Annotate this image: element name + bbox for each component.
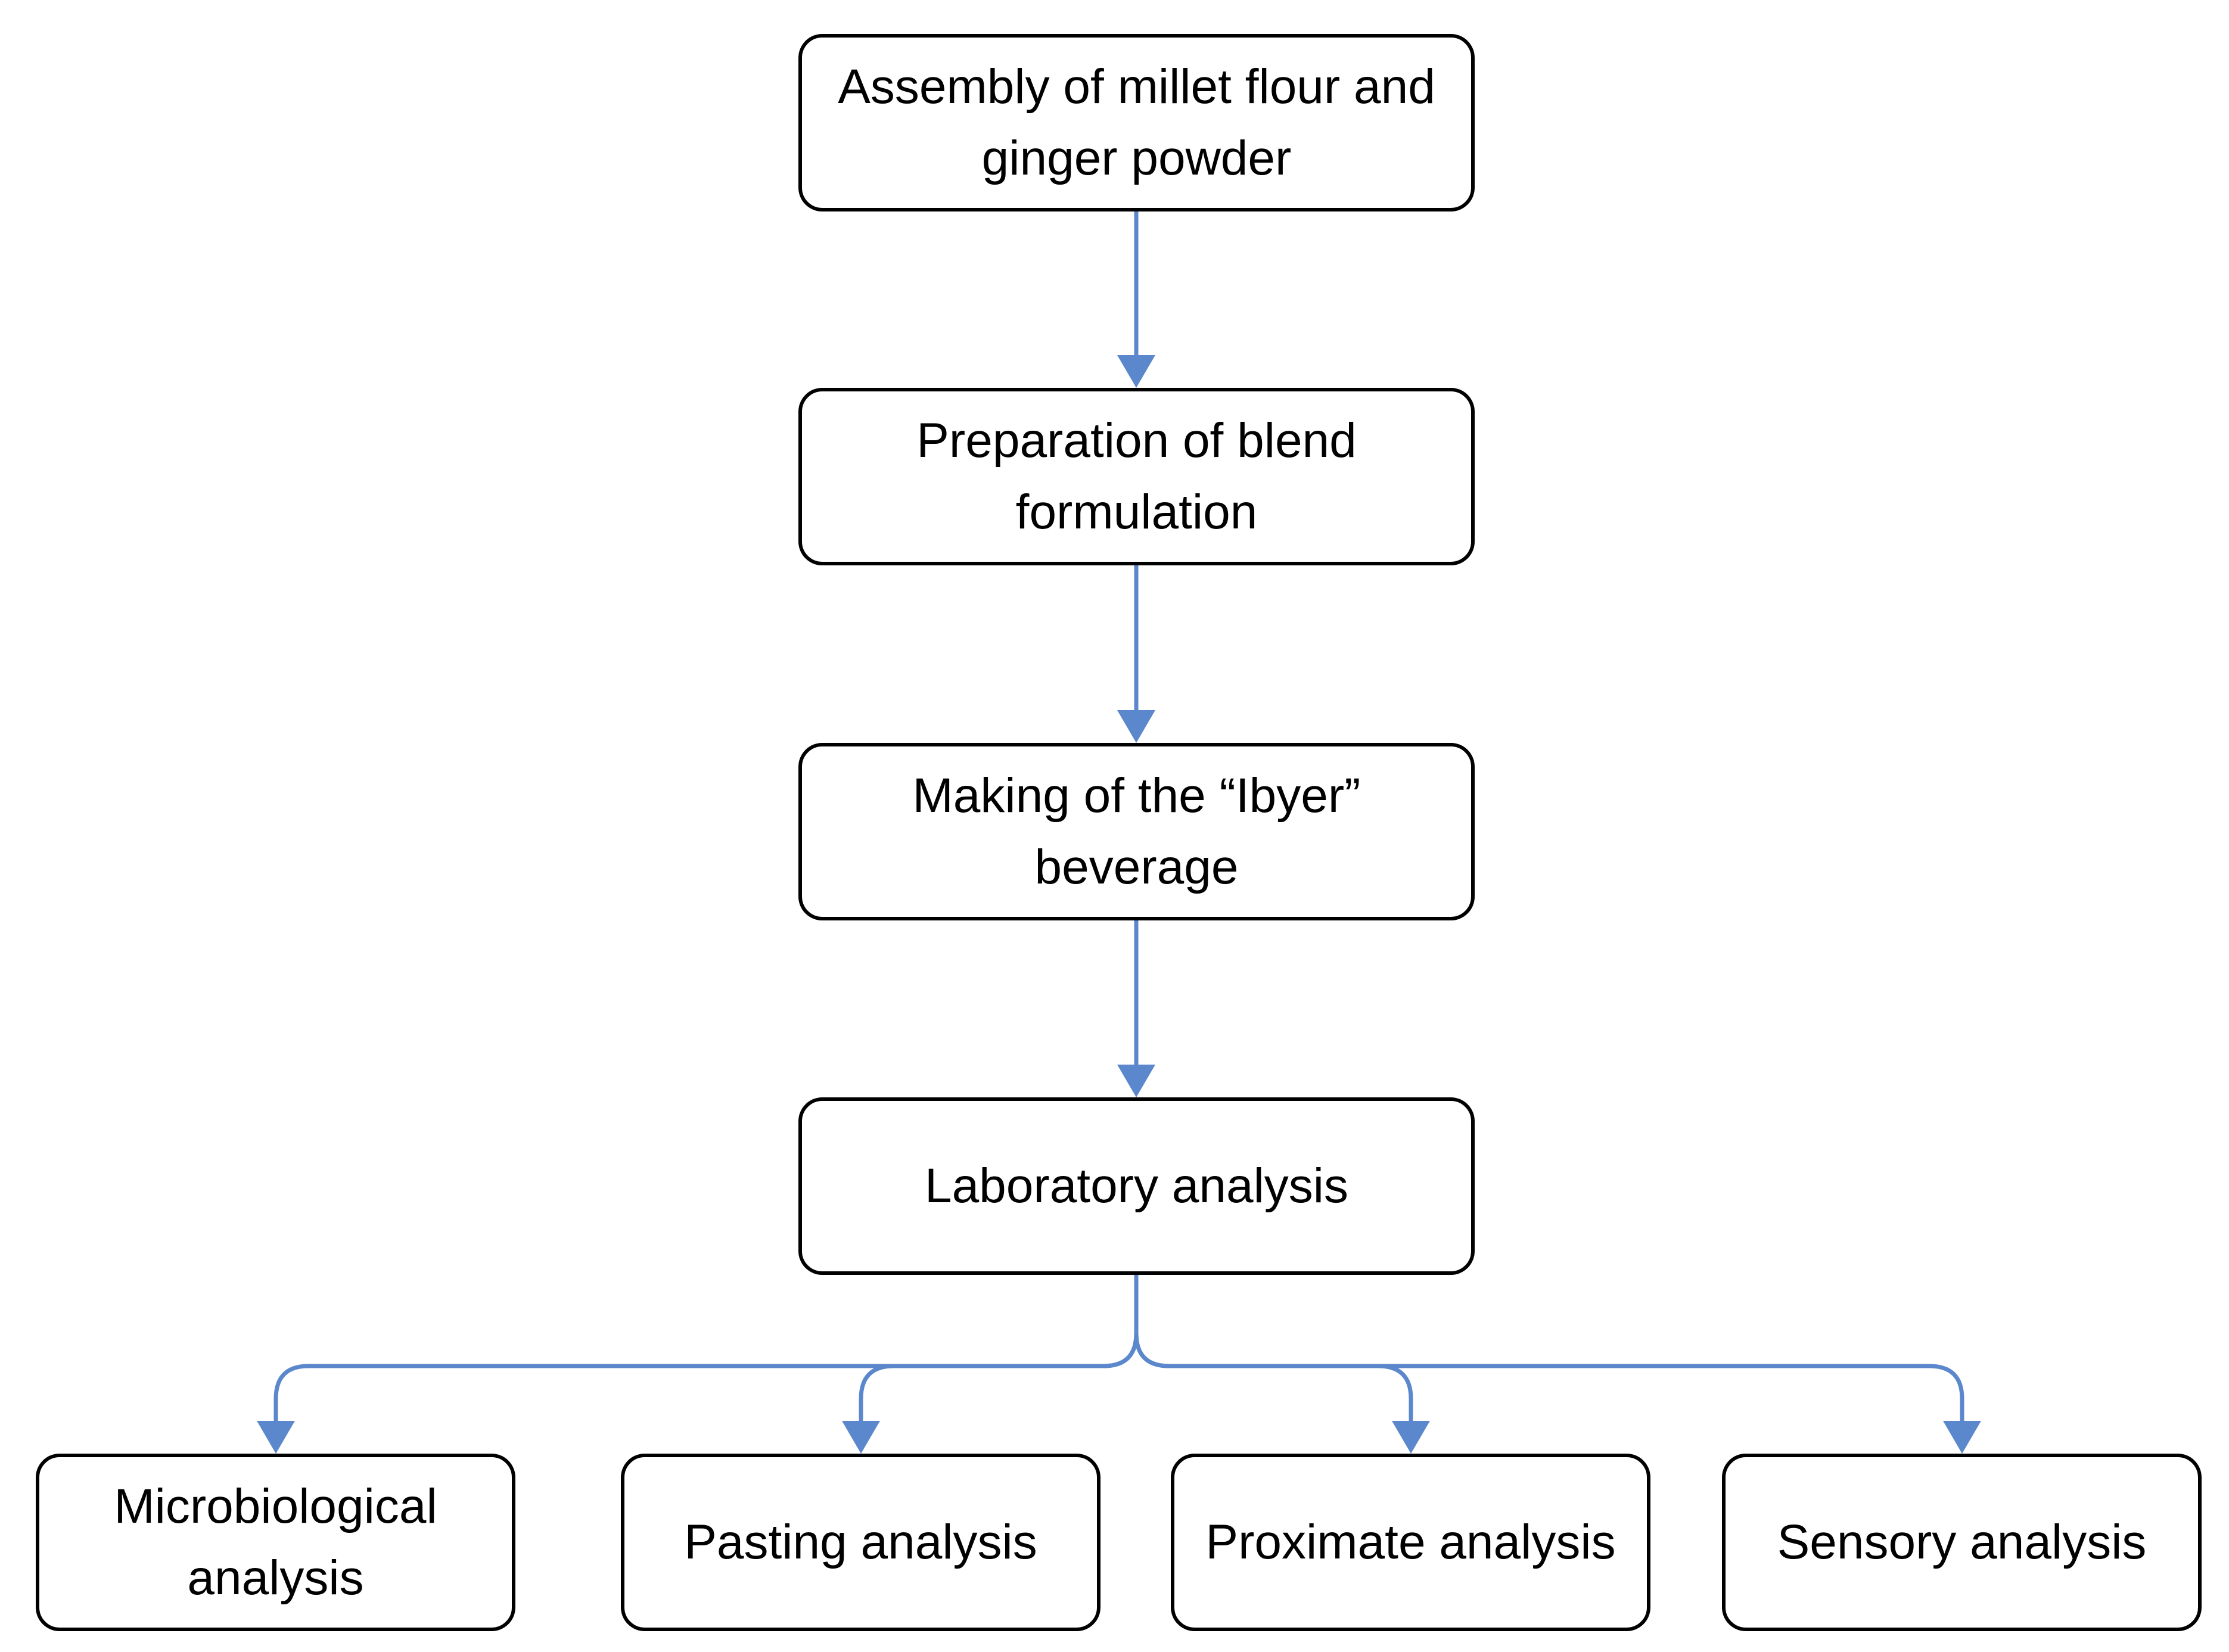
node-making-label: Making of the “Ibyer” beverage [912, 769, 1361, 894]
arrowhead-sensory [1943, 1421, 1981, 1454]
node-assembly: Assembly of millet flour and ginger powd… [798, 34, 1475, 211]
node-proximate-label: Proximate analysis [1205, 1515, 1616, 1569]
arrowhead-preparation [1117, 355, 1155, 388]
node-sensory: Sensory analysis [1722, 1454, 2202, 1631]
arrowhead-laboratory [1117, 1065, 1155, 1097]
node-sensory-label: Sensory analysis [1777, 1515, 2147, 1569]
node-proximate: Proximate analysis [1171, 1454, 1650, 1631]
node-making: Making of the “Ibyer” beverage [798, 743, 1475, 920]
node-laboratory-label: Laboratory analysis [924, 1159, 1349, 1213]
node-preparation-label: Preparation of blend formulation [916, 413, 1357, 539]
node-laboratory: Laboratory analysis [798, 1097, 1475, 1275]
node-pasting: Pasting analysis [621, 1454, 1100, 1631]
node-microbiological-label: Microbiological analysis [114, 1479, 437, 1605]
arrowhead-making [1117, 710, 1155, 743]
node-pasting-label: Pasting analysis [684, 1515, 1037, 1569]
branch-to-microbiological [273, 1275, 1139, 1424]
arrowhead-pasting [842, 1421, 880, 1454]
node-assembly-label: Assembly of millet flour and ginger powd… [838, 60, 1435, 185]
branch-to-sensory [1134, 1275, 1964, 1424]
node-microbiological: Microbiological analysis [36, 1454, 515, 1631]
node-preparation: Preparation of blend formulation [798, 388, 1475, 565]
arrowhead-proximate [1392, 1421, 1430, 1454]
branch-to-pasting [859, 1275, 1139, 1424]
branch-to-proximate [1134, 1275, 1413, 1424]
arrowhead-microbiological [257, 1421, 295, 1454]
